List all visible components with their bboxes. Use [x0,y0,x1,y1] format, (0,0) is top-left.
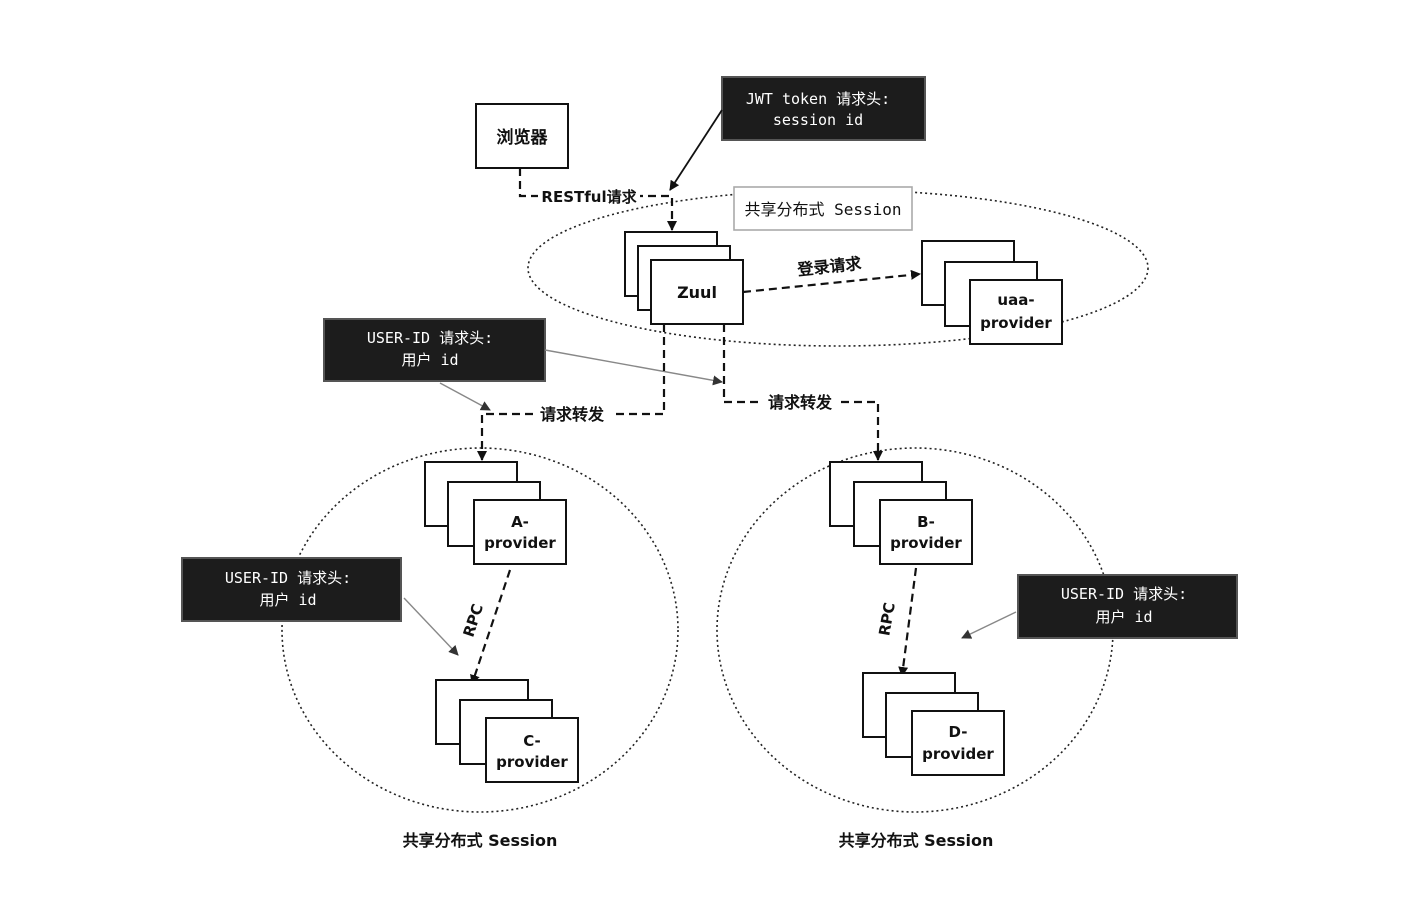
zuul-node: Zuul [624,231,744,325]
rpc-right-arrow [898,567,918,677]
browser-label: 浏览器 [497,127,549,148]
userid-top-line1: USER-ID 请求头: [367,329,493,347]
userid-right-line1: USER-ID 请求头: [1061,585,1187,603]
session-label-top-text: 共享分布式 Session [744,200,901,219]
userid-note-right: USER-ID 请求头: 用户 id [1017,574,1238,639]
b-label-line1: B- [917,513,935,531]
c-label-line2: provider [496,753,568,771]
session-label-top: 共享分布式 Session [733,186,913,231]
forward-left-label: 请求转发 [540,405,605,424]
d-provider-node: D- provider [862,672,1005,776]
b-label-line2: provider [890,534,962,552]
d-label-line1: D- [949,723,968,741]
userid-right-line2: 用户 id [1095,608,1152,626]
uaa-provider-node: uaa- provider [921,240,1063,345]
a-label-line1: A- [511,513,529,531]
a-provider-node: A- provider [424,461,567,565]
session-boundary-left [281,447,679,813]
jwt-note-arrow [669,109,723,191]
browser-node: 浏览器 [475,103,569,169]
forward-right-arrow [722,324,883,461]
userid-top-pointer-left [439,382,491,411]
forward-left-arrow [477,324,666,461]
uaa-label-line1: uaa- [997,291,1034,309]
login-request-arrow [742,269,921,294]
uaa-label-line2: provider [980,314,1052,332]
rpc-right-label: RPC [875,601,899,637]
b-provider-node: B- provider [829,461,973,565]
userid-left-pointer [403,597,459,656]
userid-right-pointer [961,611,1017,639]
a-label-line2: provider [484,534,556,552]
rpc-left-label: RPC [459,602,486,639]
restful-request-label: RESTful请求 [541,188,637,206]
c-label-line1: C- [523,732,541,750]
d-label-line2: provider [922,745,994,763]
userid-top-line2: 用户 id [401,351,458,369]
userid-top-pointer-right [544,349,723,386]
userid-note-left: USER-ID 请求头: 用户 id [181,557,402,622]
zuul-label: Zuul [677,283,717,302]
login-request-label: 登录请求 [796,254,864,280]
session-label-left: 共享分布式 Session [403,831,558,850]
c-provider-node: C- provider [435,679,579,783]
userid-left-line1: USER-ID 请求头: [225,569,351,587]
userid-note-top: USER-ID 请求头: 用户 id [323,318,546,382]
jwt-token-note: JWT token 请求头: session id [721,76,926,141]
jwt-note-line1: JWT token 请求头: [746,90,890,108]
forward-right-label: 请求转发 [768,393,833,412]
jwt-note-line2: session id [773,111,863,129]
userid-left-line2: 用户 id [259,591,316,609]
rpc-left-arrow [470,569,512,685]
session-label-right: 共享分布式 Session [839,831,994,850]
session-boundary-top [527,189,1149,347]
